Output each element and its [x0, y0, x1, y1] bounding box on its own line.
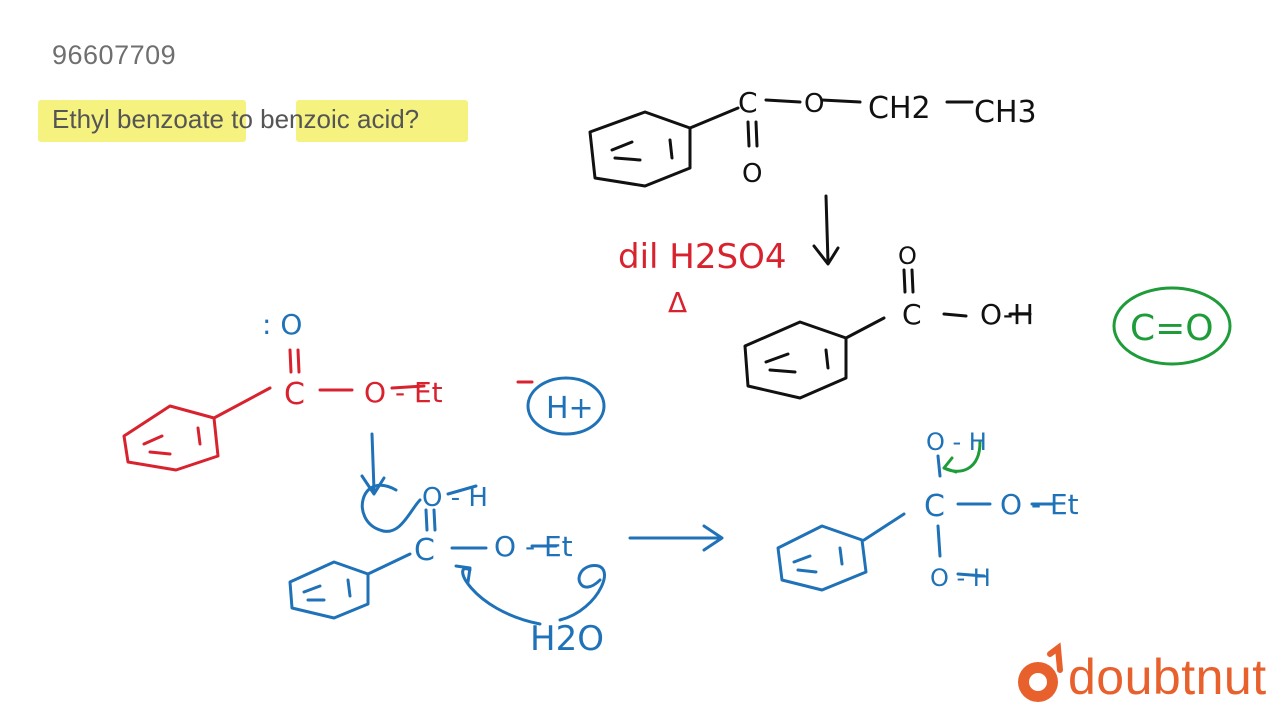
ester-oxygen-label: O: [804, 89, 824, 119]
ethyl-ch2-label: CH2: [868, 91, 931, 126]
side-note-label: C=O: [1130, 308, 1214, 349]
ester-carbon-label: C: [738, 86, 758, 119]
step1-oet-label: O - Et: [364, 376, 443, 409]
step3-top-hydroxyl-label: O - H: [926, 428, 987, 456]
highlight-ethyl-benzoate: [38, 100, 246, 142]
benzene-ring-icon: [122, 404, 220, 472]
reaction-arrow-down-icon: [812, 194, 840, 266]
reagent-label: dil H2SO4: [618, 237, 786, 277]
water-label: H2O: [530, 619, 604, 659]
doubtnut-logo-icon: [1018, 642, 1063, 702]
benzene-ring-icon: [776, 524, 868, 592]
question-id: 96607709: [52, 40, 177, 70]
step2-oet-label: O - Et: [494, 530, 573, 563]
step3-oet-label: O - Et: [1000, 488, 1079, 521]
benzene-ring-icon: [588, 110, 692, 188]
question-text: Ethyl benzoate to benzoic acid?: [52, 104, 420, 134]
acid-hydroxyl-label: O-H: [980, 298, 1034, 331]
step2-carbon-label: C: [414, 533, 435, 568]
acid-carbon-label: C: [902, 298, 922, 331]
carbonyl-oxygen-label: O: [742, 159, 762, 189]
step2-hydroxyl-label: O - H: [422, 483, 488, 513]
mechanism-step2-structure: [288, 432, 606, 626]
step3-carbon-label: C: [924, 489, 945, 524]
side-note-circle-icon: [1112, 286, 1232, 366]
mechanism-arrow-right-icon: [628, 524, 724, 552]
highlight-benzoic-acid: [296, 100, 468, 142]
benzoic-acid-structure: [743, 268, 1032, 400]
ethyl-ch3-label: CH3: [974, 95, 1037, 130]
step3-bottom-hydroxyl-label: O - H: [930, 564, 991, 592]
heat-symbol: Δ: [668, 286, 687, 319]
lone-pair-oxygen-label: : O: [262, 308, 302, 341]
mechanism-step3-structure: [776, 454, 1056, 592]
top-ester-structure: [588, 98, 974, 188]
benzene-ring-icon: [288, 560, 370, 620]
benzene-ring-icon: [743, 320, 848, 400]
acid-carbonyl-oxygen-label: O: [898, 242, 917, 270]
electron-shift-arrow-icon: [942, 440, 982, 474]
proton-label: H+: [546, 391, 594, 426]
mechanism-step1-structure: [122, 348, 534, 472]
step1-carbon-label: C: [284, 377, 305, 412]
brand-name: doubtnut: [1068, 649, 1267, 705]
proton-circle-icon: [526, 376, 606, 436]
